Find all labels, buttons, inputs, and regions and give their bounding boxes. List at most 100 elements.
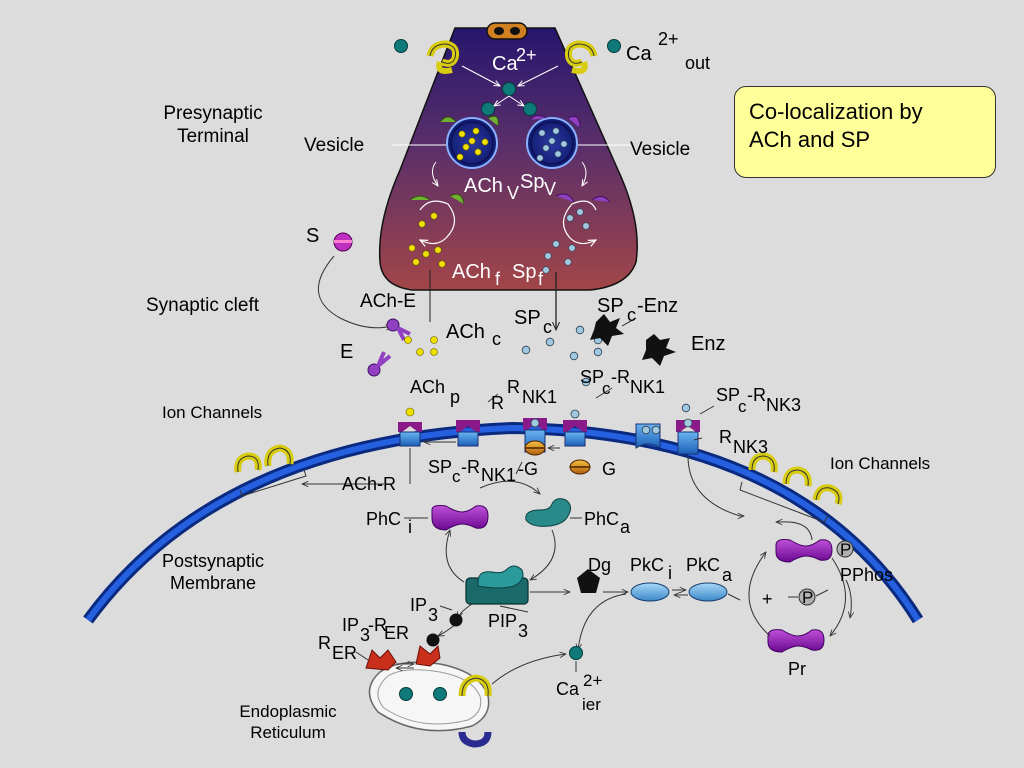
- spcenz-suffix: -Enz: [637, 295, 679, 317]
- ip3-label: IP: [410, 595, 428, 615]
- ca-out-charge: 2+: [658, 29, 679, 49]
- phca-sub: a: [620, 517, 631, 537]
- phca-label: PhC: [584, 509, 620, 529]
- pkci-label: PkC: [630, 555, 665, 575]
- pip3-sub: 3: [518, 621, 529, 641]
- ca-ier-label: Ca: [556, 679, 580, 699]
- er-label: Endoplasmic Reticulum: [239, 702, 337, 742]
- ip3rer-label: IP: [342, 615, 360, 635]
- enz-blots: [590, 314, 676, 366]
- pkca-sub: a: [722, 565, 733, 585]
- ca-in-label: Ca: [492, 53, 518, 75]
- plus-label: +: [762, 589, 773, 609]
- spcenz-label: SP: [597, 295, 624, 317]
- pip-arrows: [438, 590, 688, 650]
- spcrnk1g-r: -R: [461, 457, 480, 477]
- r-label: R: [491, 393, 504, 413]
- spcrnk1-sub: c: [602, 379, 611, 398]
- rnk1-sub: NK1: [522, 387, 558, 407]
- s-molecule: [333, 232, 353, 252]
- dg-pentagon: [577, 569, 600, 593]
- p-cycle-arrows: [727, 522, 851, 636]
- spcenz-pointer: [621, 317, 637, 327]
- rnk3-sub: NK3: [733, 437, 769, 457]
- free-phosphate: [798, 588, 816, 606]
- phci-sub: i: [408, 517, 412, 537]
- spf-label: Sp: [512, 261, 537, 283]
- postsynaptic-ion-channels-right: [748, 452, 843, 506]
- rnk1-label: R: [507, 377, 520, 397]
- callout-line-1: Co-localization by: [749, 99, 923, 124]
- achr-bracket: [239, 469, 307, 497]
- spcrnk1g-sub: c: [452, 467, 461, 486]
- pr-label: Pr: [788, 659, 806, 679]
- ip3rer-sub: 3: [360, 625, 371, 645]
- ip3-molecules: [426, 613, 463, 647]
- ache-enzyme: [386, 318, 411, 341]
- phosphorylated-protein: [775, 539, 854, 563]
- rer-sub: ER: [332, 643, 358, 663]
- rer-label: R: [318, 633, 331, 653]
- achr-label: ACh-R: [342, 474, 397, 494]
- ion-channels-left-label: Ion Channels: [162, 403, 263, 422]
- membrane-arrows: [302, 442, 744, 516]
- pphos-label: PPhos: [840, 565, 894, 585]
- e-label: E: [340, 341, 354, 363]
- ca-ier: [491, 646, 583, 685]
- presynaptic-terminal-label: Presynaptic Terminal: [163, 103, 263, 147]
- rnk3-receptor: [676, 418, 700, 455]
- spf-sub: f: [538, 269, 544, 289]
- ca-ier-sub: ier: [582, 695, 601, 714]
- pip3-complex: [465, 565, 529, 605]
- phci-label: PhC: [366, 509, 402, 529]
- achc-sub: c: [492, 329, 501, 349]
- ca-in-charge: 2+: [516, 45, 537, 65]
- pkci-sub: i: [668, 563, 672, 583]
- achr-receptor: [398, 407, 422, 447]
- callout-line-2: ACh and SP: [749, 126, 871, 152]
- spcrnk1-nk1: NK1: [630, 377, 666, 397]
- pkca-label: PkC: [686, 555, 721, 575]
- pkca-protein: [688, 582, 728, 602]
- phc-cycle-arrows: [404, 480, 582, 583]
- sp-vesicle: [526, 114, 581, 169]
- rer-receptors: [365, 644, 441, 670]
- calcium-ions-presynaptic: [394, 39, 621, 116]
- ach-vesicle: [439, 115, 499, 169]
- sp-cleft-particles: [521, 325, 691, 413]
- p-label-1: P: [840, 540, 852, 559]
- spc-label: SP: [514, 307, 541, 329]
- achf-label: ACh: [452, 261, 491, 283]
- spcrnk1-r: -R: [611, 367, 630, 387]
- dg-label: Dg: [588, 555, 612, 575]
- label-pointers: [355, 387, 715, 661]
- postsynaptic-membrane-label: Postsynaptic Membrane: [161, 551, 265, 593]
- vesicle-right-label: Vesicle: [630, 139, 691, 160]
- er-calcium-channel: [458, 674, 492, 697]
- ach-fusion: [408, 161, 465, 268]
- p-label-2: P: [802, 588, 814, 607]
- er-blue-pump: [458, 731, 492, 748]
- spc-sub: c: [543, 317, 552, 337]
- ca-out-label: Ca: [626, 43, 652, 65]
- presynaptic-terminal: [378, 27, 638, 291]
- spcrnk1g-g: -G: [518, 459, 538, 479]
- spv-label: Sp: [520, 171, 545, 193]
- rnk3-label: R: [719, 427, 732, 447]
- right-channel-bracket: [739, 481, 829, 523]
- achp-sub: p: [450, 387, 461, 407]
- ip3rer-r: -R: [368, 615, 387, 635]
- ip3rer-er: ER: [384, 623, 410, 643]
- r-receptor: [456, 420, 480, 447]
- sp-fusion: [542, 161, 611, 274]
- g-label: G: [602, 459, 617, 479]
- ache-label: ACh-E: [360, 291, 416, 312]
- spv-sub: V: [544, 179, 557, 199]
- s-to-ache-arrow: [318, 255, 392, 328]
- ion-channel-nk: [635, 423, 661, 449]
- ip3-sub: 3: [428, 605, 439, 625]
- vesicle-left-label: Vesicle: [304, 135, 365, 156]
- spcrnk3-label: SP: [716, 385, 741, 405]
